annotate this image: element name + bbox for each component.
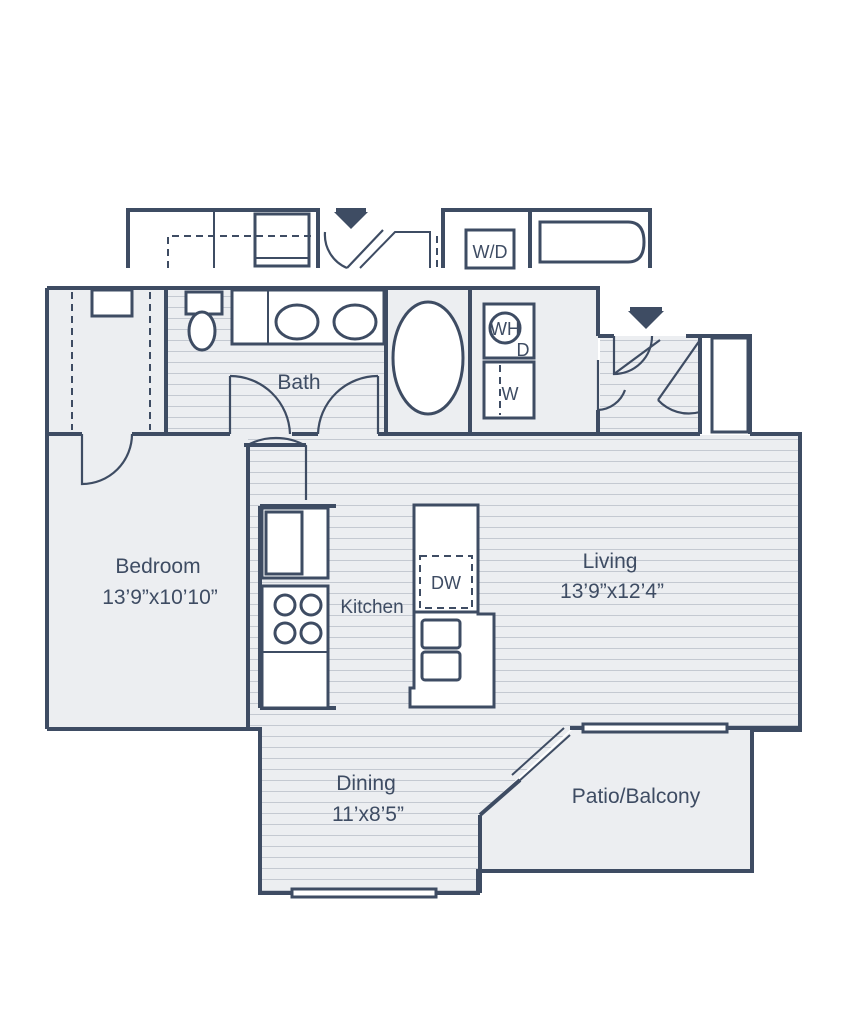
bedroom-label: Bedroom xyxy=(115,555,200,578)
dryer-label: D xyxy=(517,340,530,360)
dishwasher-label: DW xyxy=(431,573,461,593)
kitchen xyxy=(258,503,496,710)
windows xyxy=(290,722,729,899)
laundry xyxy=(482,302,536,420)
entry-arrow-icon xyxy=(628,307,664,329)
entry xyxy=(596,335,750,434)
bath-label: Bath xyxy=(277,371,320,394)
kitchen-label: Kitchen xyxy=(340,597,403,618)
washer-label: W xyxy=(502,384,519,404)
fixture-labels: DW WH D W xyxy=(431,319,530,593)
dining-label: Dining xyxy=(336,772,396,795)
closet xyxy=(71,288,151,486)
patio-label: Patio/Balcony xyxy=(572,785,701,808)
bedroom-size: 13’9”x10’10” xyxy=(102,586,218,609)
dining-size: 11’x8’5” xyxy=(332,803,404,826)
living-label: Living xyxy=(583,550,638,573)
alternate-layout-strip xyxy=(126,208,652,270)
living-size: 13’9”x12’4” xyxy=(560,580,664,603)
alt-washer-dryer-label: W/D xyxy=(473,242,508,262)
alt-entry-arrow-icon xyxy=(334,208,368,229)
walls xyxy=(45,286,802,895)
water-heater-label: WH xyxy=(490,319,520,339)
room-labels: Bedroom 13’9”x10’10” Bath Kitchen Living… xyxy=(102,371,700,826)
bath-fixtures xyxy=(184,288,465,500)
